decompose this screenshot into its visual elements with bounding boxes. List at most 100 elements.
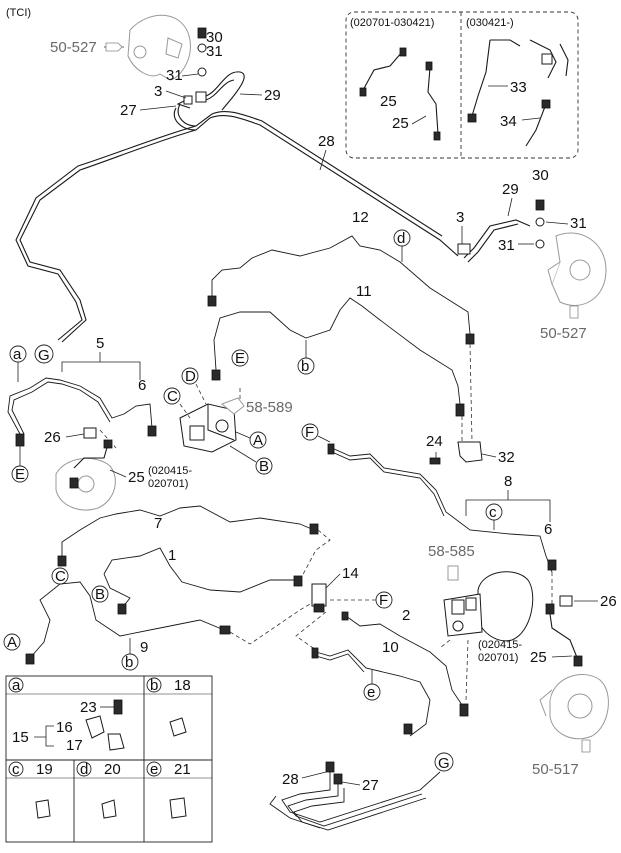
callout-28-pipe: 28 [318, 133, 335, 150]
front-left-brake-disc [55, 439, 116, 511]
variant-box [345, 11, 579, 159]
connector-e-lower-letter: e [367, 684, 375, 701]
callout-25-box-a: 25 [380, 93, 397, 110]
legend-c-letter: c [12, 761, 20, 778]
legend-cell-b: b 18 [146, 677, 191, 737]
connector-c-abs [163, 387, 181, 405]
callout-31-top-a: 31 [206, 43, 223, 60]
clip-26-right [559, 595, 573, 607]
connector-a-abs-letter: A [253, 432, 263, 449]
fitting-6-right [547, 559, 557, 571]
abs-hydraulic-unit [179, 383, 241, 453]
callout-30-right: 30 [532, 167, 549, 184]
legend-d-letter: d [80, 761, 88, 778]
clip-26-left [83, 427, 97, 439]
legend-part-17: 17 [66, 737, 83, 754]
connector-b-abs-letter: B [259, 458, 269, 475]
pipe-1 [103, 547, 303, 615]
rear-right-brake-disc [547, 232, 607, 306]
connector-d-abs [181, 367, 199, 385]
legend-b-letter: b [150, 677, 158, 694]
ref-50-527-right: 50-527 [540, 325, 587, 342]
connector-d-abs-letter: D [185, 368, 196, 385]
legend-part-21: 21 [174, 761, 191, 778]
connector-e-abs-letter: E [235, 350, 245, 367]
callout-31-right-b: 31 [498, 237, 515, 254]
pipe-28 [15, 103, 459, 343]
legend-cell-c: c 19 [8, 761, 53, 819]
connector-f-right-letter: F [379, 592, 388, 609]
callout-25-right: 25 [530, 649, 547, 666]
pipe-11 [211, 297, 465, 417]
callout-10: 10 [382, 639, 399, 656]
date-note-left-l1: (020415- [148, 465, 192, 477]
callout-5: 5 [96, 335, 104, 352]
connector-g-left [34, 344, 54, 364]
legend-part-20: 20 [104, 761, 121, 778]
clip-legend-table [5, 675, 213, 843]
front-right-hose [545, 603, 583, 667]
legend-part-15: 15 [12, 729, 29, 746]
callout-30-top: 30 [206, 29, 223, 46]
legend-a-letter: a [12, 677, 21, 694]
connector-g-left-letter: G [38, 347, 50, 364]
connector-a-left-pipe [3, 633, 21, 651]
callout-7: 7 [154, 515, 162, 532]
callout-29-top: 29 [264, 87, 281, 104]
callout-3-top: 3 [154, 83, 162, 100]
legend-e-letter: e [150, 761, 158, 778]
pipe-5 [7, 377, 157, 447]
callout-6-right: 6 [544, 521, 552, 538]
ref-50-527-top: 50-527 [50, 39, 97, 56]
callout-1: 1 [168, 547, 176, 564]
rear-left-brake-disc [127, 14, 191, 81]
pipe-bundle-bottom [269, 761, 441, 831]
legend-part-18: 18 [174, 677, 191, 694]
callout-27-top: 27 [120, 102, 137, 119]
callout-3-right: 3 [456, 209, 464, 226]
callout-33: 33 [510, 79, 527, 96]
pipe-9 [25, 581, 231, 665]
callout-11: 11 [356, 283, 372, 300]
connector-b-abs [255, 457, 273, 475]
callout-27-bottom: 27 [362, 777, 379, 794]
connector-c-abs-letter: C [167, 388, 178, 405]
callout-24: 24 [426, 433, 443, 450]
callout-31-right-a: 31 [570, 215, 587, 232]
connector-c-right-letter: c [489, 504, 497, 521]
callout-26-left: 26 [44, 429, 61, 446]
pipe-10 [311, 647, 431, 737]
bracket-32 [457, 343, 483, 463]
hand-pointer-icon [569, 305, 579, 319]
date-box-right: (030421-) [466, 17, 514, 29]
hand-pointer-icon [581, 739, 591, 753]
brake-booster-master-cylinder [439, 571, 534, 701]
variant-label: (TCI) [6, 7, 31, 19]
legend-part-16: 16 [56, 719, 73, 736]
callout-9: 9 [140, 639, 148, 656]
callout-26-right: 26 [600, 593, 617, 610]
pipe-f-to-8 [327, 443, 553, 573]
connector-b-left [91, 585, 109, 603]
callout-14: 14 [342, 565, 359, 582]
connector-f-mid-letter: F [305, 424, 314, 441]
hand-pointer-icon [221, 397, 245, 415]
connector-e-abs [231, 349, 249, 367]
connector-f-mid [301, 423, 319, 441]
date-note-left-l2: 020701) [148, 478, 188, 490]
connector-a-left-letter: a [13, 346, 22, 363]
callout-32: 32 [498, 449, 515, 466]
pipe-2 [341, 611, 469, 717]
hand-pointer-icon [105, 42, 123, 52]
date-note-right-l1: (020415- [478, 639, 522, 651]
callout-6-left: 6 [138, 377, 146, 394]
callout-25-left: 25 [128, 469, 145, 486]
connector-c-left-letter: C [55, 568, 66, 585]
legend-part-19: 19 [36, 761, 53, 778]
connector-b-lower-letter: b [125, 654, 133, 671]
callout-2: 2 [402, 607, 410, 624]
top-left-fittings [176, 27, 245, 111]
callout-29-right: 29 [502, 181, 519, 198]
front-right-brake-disc [539, 674, 609, 740]
ref-50-517: 50-517 [532, 761, 579, 778]
